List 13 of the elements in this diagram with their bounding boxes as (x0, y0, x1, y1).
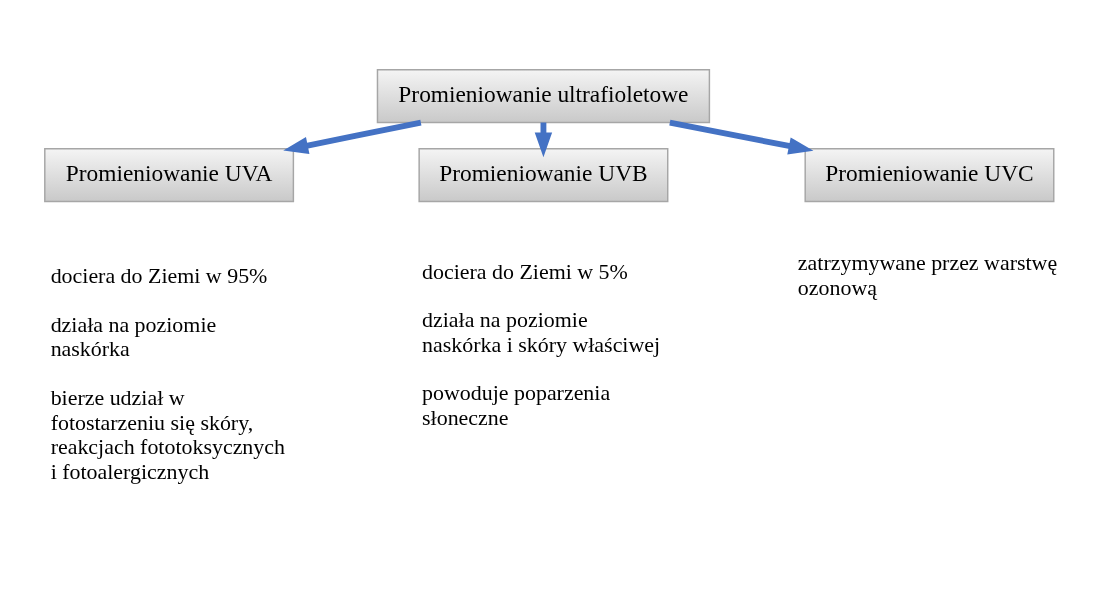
node-label: dociera do Ziemi w 5% (422, 258, 628, 284)
node-box: Promieniowanie UVB (418, 147, 669, 202)
node-label: działa na poziomie naskórka (50, 311, 217, 361)
node-label: działa na poziomie naskórka i skóry właściwej (422, 306, 661, 357)
node-box: Promieniowanie ultrafioletowe (376, 68, 711, 123)
node-label: dociera do Ziemi w 95% (50, 262, 268, 288)
arrow (669, 119, 814, 155)
node-label: powoduje poparzenia słoneczne (422, 379, 611, 430)
node-box: Promieniowanie UVA (44, 147, 295, 202)
node-box: Promieniowanie UVC (804, 147, 1055, 202)
node-label: bierze udział w fotostarzeniu się skóry, reakcjach fototoksycznych i fotoalergicznych (50, 384, 285, 484)
arrow (283, 119, 422, 154)
node-label: zatrzymywane przez warstwę ozonową (797, 249, 1058, 300)
